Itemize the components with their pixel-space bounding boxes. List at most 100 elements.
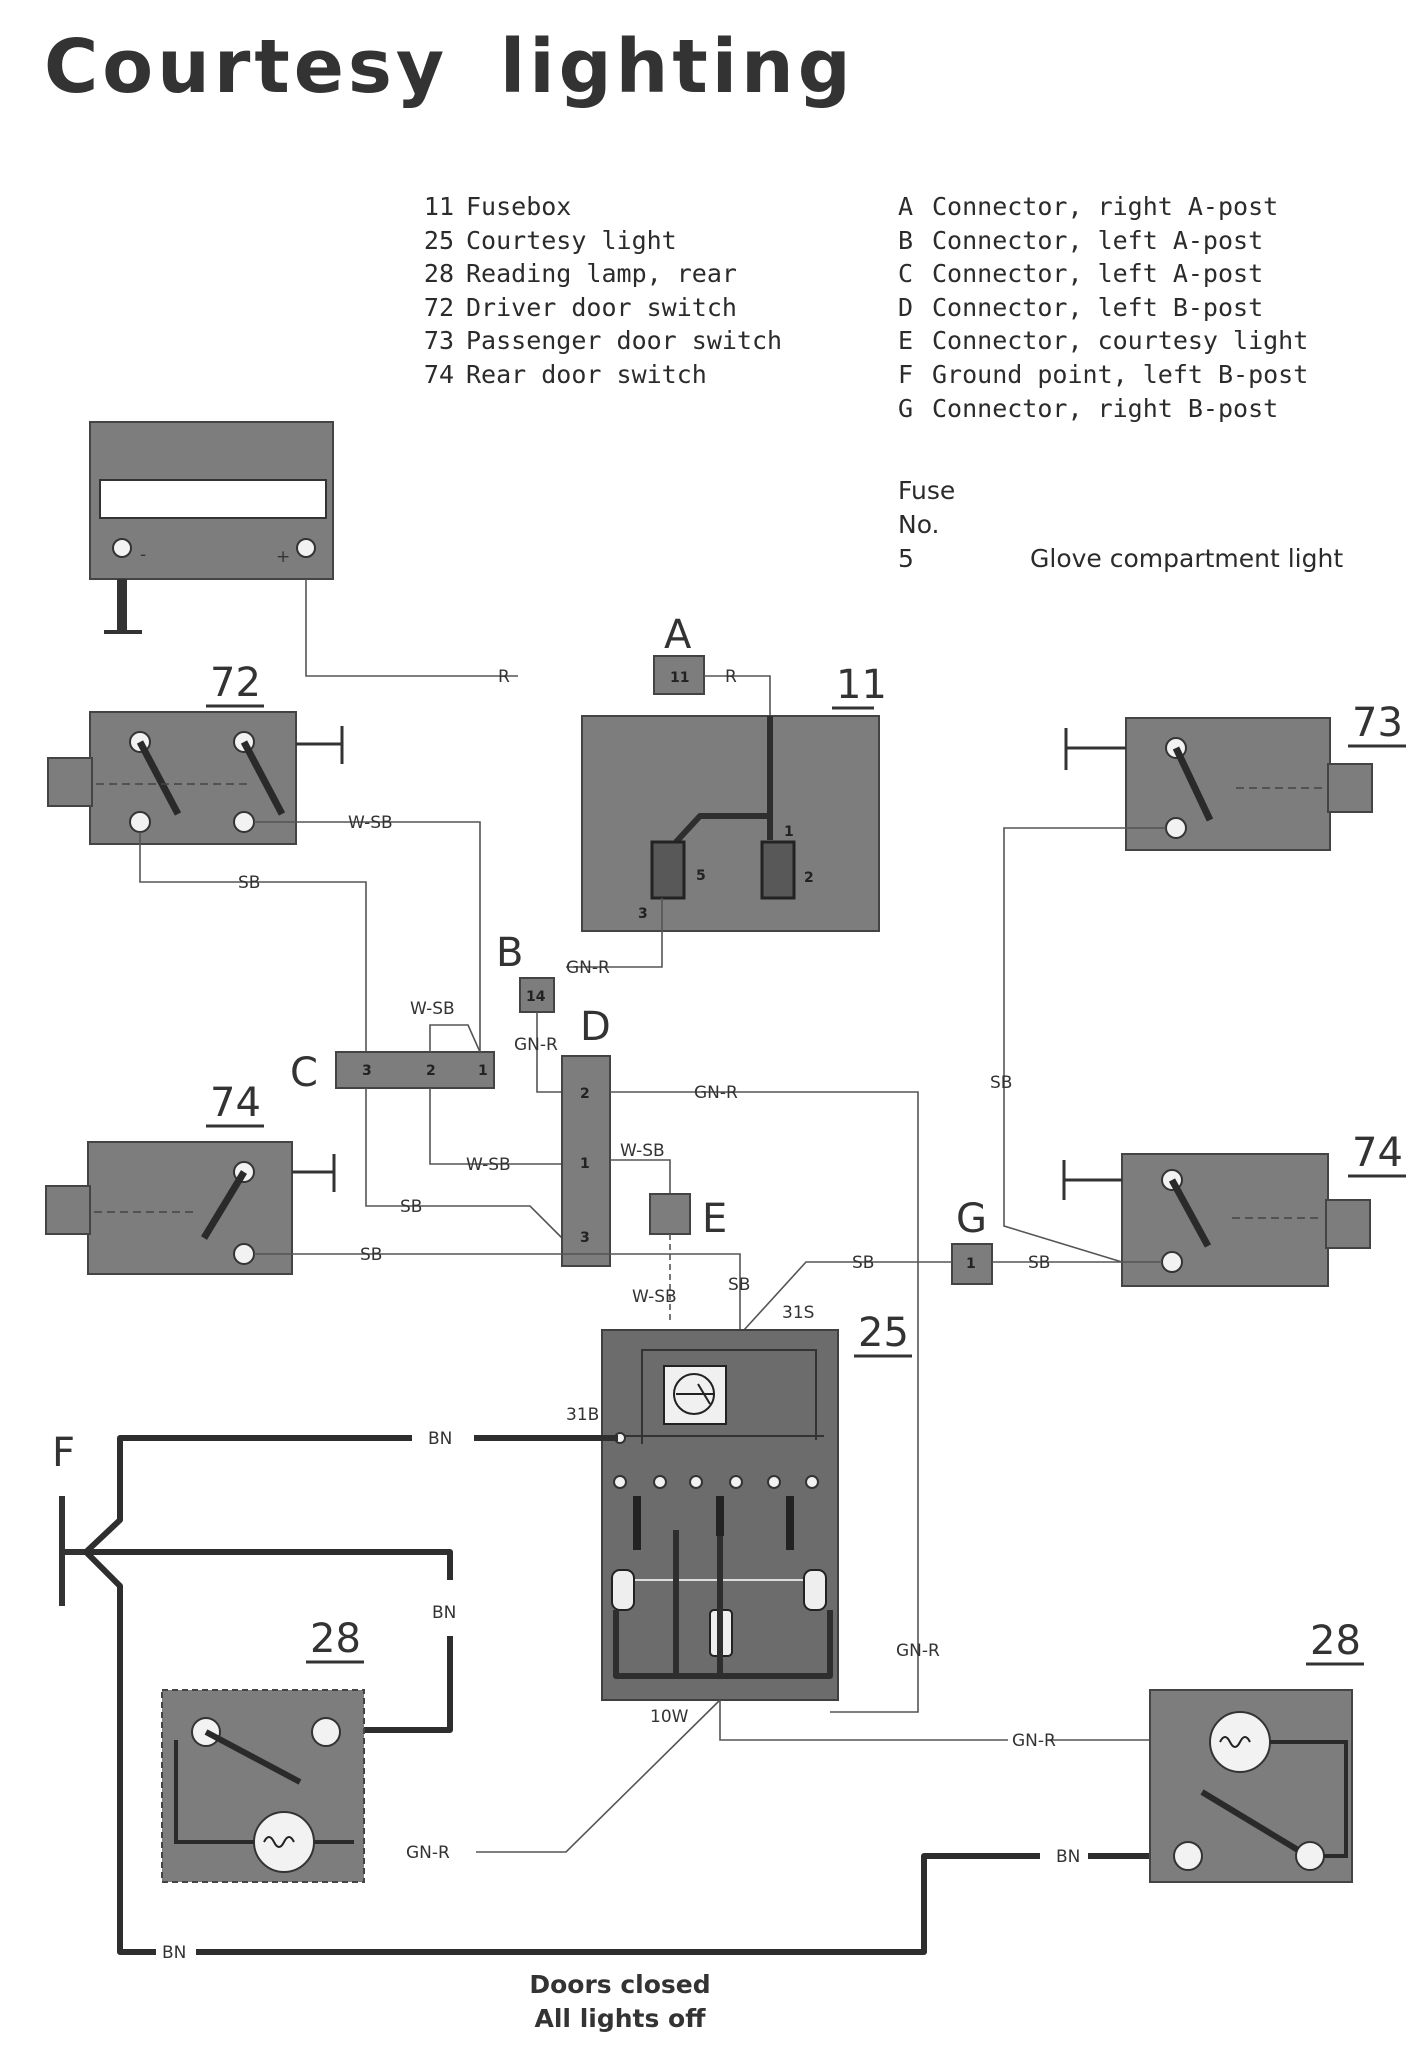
reading-lamp-right: 28 — [1149, 1618, 1364, 1883]
legend-letter: D — [898, 292, 914, 322]
fuse-header-no: No. — [898, 510, 940, 539]
fuse-description: Glove compartment light — [1030, 544, 1344, 573]
legend-number: 72 — [423, 292, 454, 322]
legend-item: 11 Fusebox — [414, 190, 782, 224]
pin-label: 2 — [580, 1086, 590, 1102]
legend-label: Fusebox — [466, 192, 572, 221]
legend-item: 28 Reading lamp, rear — [414, 257, 782, 291]
rear-door-switch-right: 74 — [1062, 1130, 1406, 1287]
connector-a: A 11 — [653, 612, 705, 695]
wire-label: SB — [728, 1275, 750, 1295]
pin-label: 3 — [638, 906, 648, 922]
pin-label: 1 — [580, 1156, 590, 1172]
legend-label: Courtesy light — [466, 225, 677, 255]
terminal-label: 10W — [650, 1707, 689, 1727]
wire-label: GN-R — [1012, 1731, 1056, 1751]
connectors-legend: A Connector, right A-post B Connector, lef… — [898, 190, 1308, 425]
wire-label: SB — [852, 1253, 874, 1273]
connector-d-label: D — [580, 1004, 611, 1050]
components-legend: 11 Fusebox 25 Courtesy light 28 Reading lam… — [414, 190, 782, 392]
legend-letter: F — [898, 359, 914, 389]
legend-label: Reading lamp, rear — [466, 259, 737, 289]
component-number-label: 72 — [210, 660, 261, 706]
wire-label: W-SB — [348, 813, 393, 833]
connector-a-label: A — [664, 612, 692, 658]
page-title: Courtesy lighting — [44, 24, 855, 110]
pin-label: 2 — [804, 870, 814, 886]
ground-point-f: F — [52, 1430, 88, 1606]
legend-item: 25 Courtesy light — [414, 224, 782, 258]
legend-label: Connector, right B-post — [932, 393, 1279, 423]
legend-item: F Ground point, left B-post — [898, 358, 1308, 392]
connector-c-label: C — [290, 1050, 318, 1096]
legend-item: C Connector, left A-post — [898, 257, 1308, 291]
fusebox: 11 1 2 3 5 — [581, 662, 887, 932]
legend-item: A Connector, right A-post — [898, 190, 1308, 224]
fuse-header: Fuse — [898, 476, 956, 505]
passenger-door-switch: 73 — [1064, 700, 1406, 851]
legend-number: 11 — [423, 192, 454, 221]
component-number-label: 11 — [836, 662, 887, 708]
wire-label: W-SB — [620, 1141, 665, 1161]
wire-label: GN-R — [566, 958, 610, 978]
battery: - + — [89, 421, 334, 634]
pin-label: 5 — [696, 868, 706, 884]
connector-e-label: E — [702, 1196, 727, 1242]
wire-label: R — [725, 667, 737, 687]
connector-f-label: F — [52, 1430, 75, 1476]
wire-label: W-SB — [466, 1155, 511, 1175]
component-number-label: 25 — [858, 1310, 909, 1356]
wire-label: BN — [162, 1943, 186, 1963]
wire-label: SB — [238, 873, 260, 893]
reading-lamp-left: 28 — [161, 1616, 365, 1883]
wire-label: BN — [1056, 1847, 1080, 1867]
connector-e: E — [649, 1193, 727, 1242]
legend-number: 28 — [423, 259, 454, 289]
legend-item: E Connector, courtesy light — [898, 324, 1308, 358]
battery-minus-label: - — [140, 545, 146, 565]
legend-letter: E — [898, 326, 914, 356]
pin-label: 11 — [670, 670, 689, 686]
legend-label: Connector, right A-post — [932, 192, 1279, 221]
terminal-label: 31S — [782, 1303, 814, 1323]
wire-label: GN-R — [896, 1641, 940, 1661]
wire-label: SB — [1028, 1253, 1050, 1273]
battery-plus-label: + — [276, 547, 290, 567]
pin-label: 14 — [526, 989, 546, 1005]
connector-b-label: B — [496, 930, 523, 976]
pin-label: 1 — [784, 824, 794, 840]
legend-letter: B — [898, 225, 914, 255]
courtesy-light: 25 31S 31B 10W — [566, 1303, 912, 1727]
legend-number: 25 — [423, 225, 454, 255]
wire-label: SB — [990, 1073, 1012, 1093]
legend-label: Connector, left A-post — [932, 259, 1264, 289]
driver-door-switch: 72 — [47, 660, 344, 845]
rear-door-switch-left: 74 — [45, 1080, 336, 1275]
component-number-label: 73 — [1352, 700, 1403, 746]
legend-letter: A — [898, 192, 914, 221]
legend-letter: C — [898, 259, 914, 289]
wire-label: BN — [432, 1603, 456, 1623]
component-number-label: 28 — [310, 1616, 361, 1662]
pin-label: 2 — [426, 1063, 436, 1079]
terminal-label: 31B — [566, 1405, 599, 1425]
legend-number: 74 — [423, 359, 454, 389]
legend-label: Connector, left A-post — [932, 225, 1264, 255]
connector-g-label: G — [956, 1196, 987, 1242]
connector-g: G 1 — [951, 1196, 993, 1285]
wire-label: SB — [360, 1245, 382, 1265]
wire-label: GN-R — [514, 1035, 558, 1055]
wire-label: W-SB — [632, 1287, 677, 1307]
legend-label: Ground point, left B-post — [932, 359, 1309, 389]
component-number-label: 28 — [1310, 1618, 1361, 1664]
legend-label: Passenger door switch — [466, 326, 783, 356]
legend-label: Connector, courtesy light — [932, 326, 1309, 356]
footer-caption: Doors closed All lights off — [480, 1968, 760, 2036]
